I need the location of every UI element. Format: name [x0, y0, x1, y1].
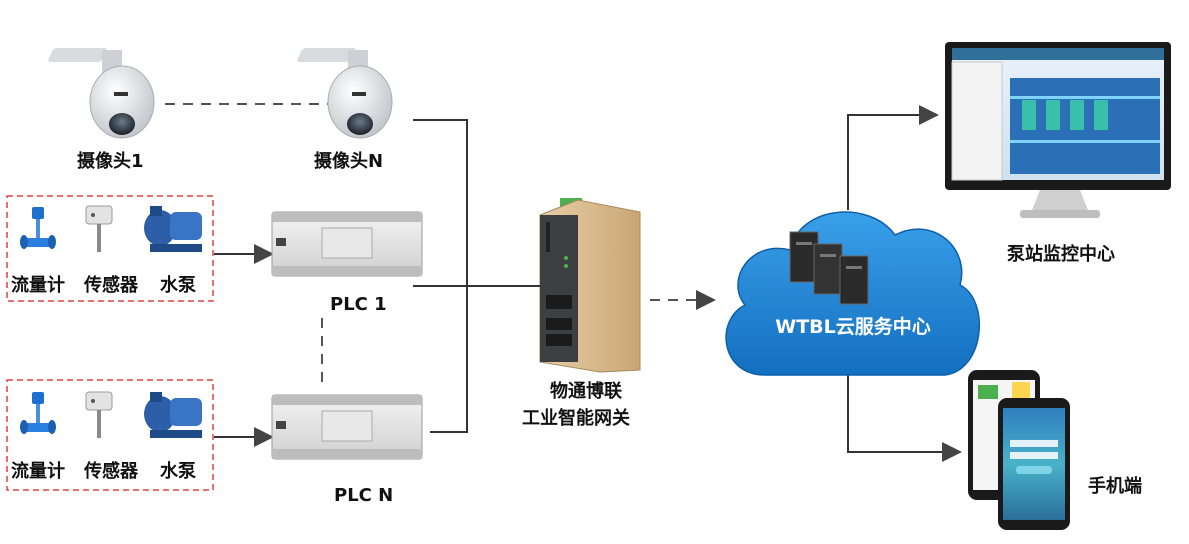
- field-group-2: [6, 379, 214, 491]
- server-stack-icon: [789, 231, 869, 305]
- cloud-label: WTBL云服务中心: [775, 316, 931, 338]
- pump-icon: [144, 392, 202, 438]
- field-group-2-border: [6, 379, 214, 491]
- flowmeter-label: 流量计: [11, 461, 65, 482]
- plc-1-label: PLC 1: [330, 294, 387, 315]
- sensor-label: 传感器: [84, 275, 138, 296]
- plc-1-icon: [271, 211, 423, 277]
- gateway-label-line2: 工业智能网关: [522, 408, 630, 429]
- mobile-label: 手机端: [1088, 476, 1142, 497]
- plc-n-icon: [271, 394, 423, 460]
- monitor-icon: [945, 42, 1171, 218]
- gateway-icon: [539, 198, 641, 373]
- field-group-1: [6, 195, 214, 302]
- pump-label: 水泵: [160, 461, 196, 482]
- sensor-icon: [85, 391, 113, 438]
- camera-1-label: 摄像头1: [77, 151, 144, 172]
- camera-n-label: 摄像头N: [314, 151, 384, 172]
- camera-n-icon: [297, 48, 393, 139]
- pump-icon: [144, 206, 202, 252]
- monitor-center-label: 泵站监控中心: [1007, 244, 1115, 265]
- gateway-label-line1: 物通博联: [550, 381, 622, 402]
- flowmeter-label: 流量计: [11, 275, 65, 296]
- flowmeter-icon: [20, 207, 56, 249]
- flowmeter-icon: [20, 392, 56, 434]
- camera-1-icon: [48, 48, 155, 139]
- plc-n-label: PLC N: [334, 485, 394, 506]
- pump-label: 水泵: [160, 275, 196, 296]
- sensor-icon: [85, 205, 113, 252]
- field-group-1-border: [6, 195, 214, 302]
- mobile-phones-icon: [968, 370, 1070, 530]
- sensor-label: 传感器: [84, 461, 138, 482]
